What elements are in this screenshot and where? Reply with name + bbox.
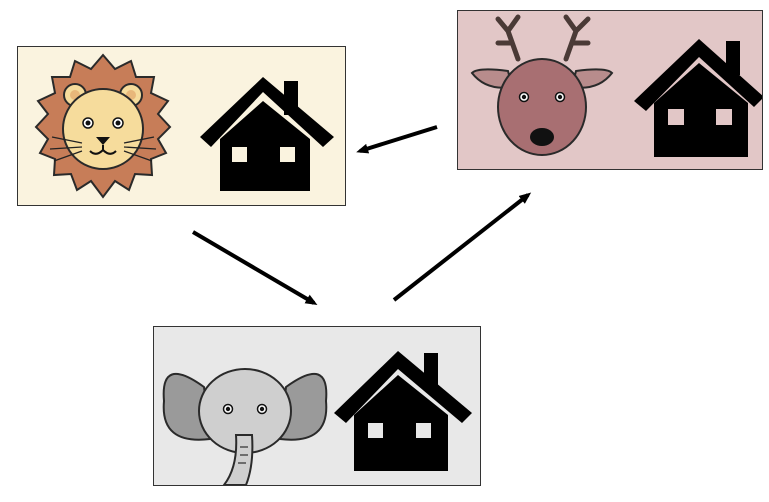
arrow-elephant-to-deer: [392, 192, 532, 302]
house-icon: [200, 77, 334, 191]
elephant-house-graphic: [154, 327, 480, 485]
deer-house-card: [457, 10, 763, 170]
elephant-icon: [162, 368, 328, 485]
lion-house-card: [17, 46, 346, 206]
arrow-deer-to-lion: [356, 125, 438, 154]
elephant-house-card: [153, 326, 481, 486]
arrow-lion-to-elephant: [191, 230, 318, 306]
house-icon: [334, 351, 472, 471]
deer-icon: [470, 14, 614, 156]
house-icon: [634, 39, 762, 157]
deer-house-graphic: [458, 11, 762, 169]
lion-icon: [34, 53, 172, 199]
lion-house-graphic: [18, 47, 345, 205]
